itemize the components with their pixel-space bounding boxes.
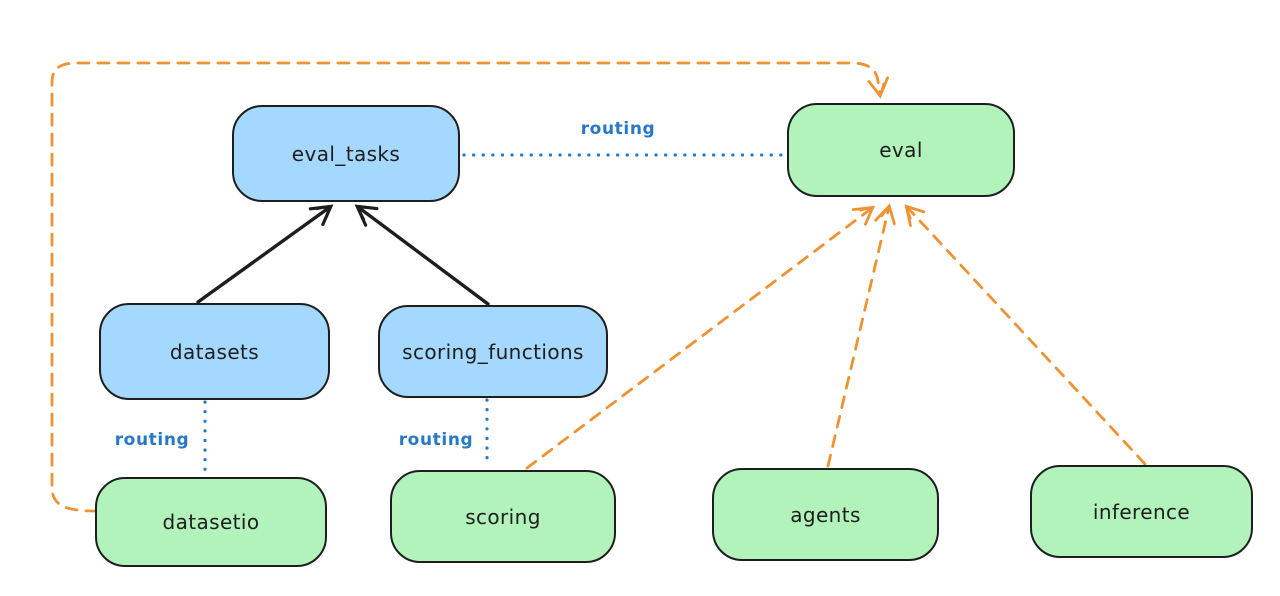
node-eval: eval xyxy=(787,103,1015,197)
node-scoring_functions: scoring_functions xyxy=(378,305,608,398)
node-scoring: scoring xyxy=(390,470,616,563)
edge-scoring_functions-to-eval_tasks xyxy=(354,204,490,306)
edge-datasets-to-eval_tasks xyxy=(196,204,334,304)
edge-agents-to-eval xyxy=(826,203,896,468)
routing-label-eval_tasks-eval: routing xyxy=(580,119,656,139)
node-datasetio: datasetio xyxy=(95,477,327,567)
edge-inference-to-eval xyxy=(904,204,1147,466)
routing-label-scoring_functions-scoring: routing xyxy=(398,430,474,450)
node-datasets: datasets xyxy=(99,303,330,400)
routing-label-datasets-datasetio: routing xyxy=(114,430,190,450)
node-eval_tasks: eval_tasks xyxy=(232,105,460,202)
node-agents: agents xyxy=(712,468,939,561)
node-inference: inference xyxy=(1030,465,1253,558)
